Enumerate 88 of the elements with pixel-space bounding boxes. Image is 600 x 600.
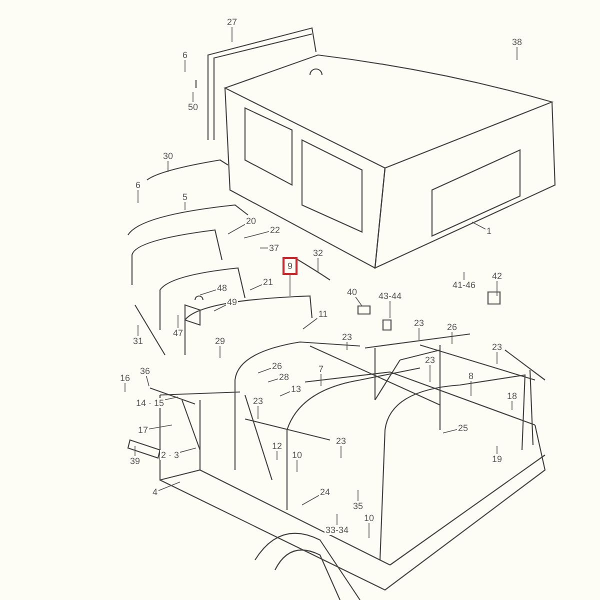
callout-number: 7 xyxy=(318,364,324,374)
callout-number: 47 xyxy=(172,328,184,338)
callout-number: 16 xyxy=(119,373,131,383)
callout-number: 23 xyxy=(341,332,353,342)
leader-line xyxy=(496,352,498,364)
leader-line xyxy=(158,482,180,491)
callout-number: 21 xyxy=(262,277,274,287)
callout-number: 35 xyxy=(352,501,364,511)
callout-number: 24 xyxy=(319,487,331,497)
leader-line xyxy=(184,202,186,210)
callout-number: 48 xyxy=(216,283,228,293)
callout-number: 50 xyxy=(187,102,199,112)
leader-line xyxy=(146,376,150,386)
leader-line xyxy=(244,231,270,238)
callout-number: 6 xyxy=(134,180,142,190)
leader-line xyxy=(124,382,126,392)
leader-line xyxy=(355,296,362,306)
leader-line xyxy=(280,391,290,396)
callout-number: 12 xyxy=(271,441,283,451)
callout-number: 38 xyxy=(511,37,523,47)
leader-line xyxy=(228,224,246,234)
callout-number: 49 xyxy=(226,297,238,307)
callout-number: 23 xyxy=(491,342,503,352)
leader-line xyxy=(276,450,278,460)
callout-number: 23 xyxy=(252,396,264,406)
leader-line xyxy=(268,378,278,382)
leader-line xyxy=(180,448,196,453)
callout-number: 10 xyxy=(291,450,303,460)
callout-number: 10 xyxy=(363,513,375,523)
callout-number: 41-46 xyxy=(451,280,477,290)
callout-number: 23 xyxy=(413,318,425,328)
callout-number: 11 xyxy=(317,309,329,319)
callout-number: 26 xyxy=(271,361,283,371)
callout-number: 4 xyxy=(152,487,158,497)
callout-number: 22 xyxy=(269,225,281,235)
callout-number: 8 xyxy=(468,371,474,381)
leader-line xyxy=(296,460,298,472)
leader-line xyxy=(250,284,262,290)
callout-number: 13 xyxy=(290,384,302,394)
callout-number: 26 xyxy=(446,322,458,332)
leader-line xyxy=(258,368,272,374)
highlighted-callout-number: 9 xyxy=(282,257,298,275)
callout-number: 37 xyxy=(268,243,280,253)
callout-number: 27 xyxy=(226,17,238,27)
callout-number: 32 xyxy=(312,248,324,258)
callout-number: 14 · 15 xyxy=(134,398,166,408)
leader-line xyxy=(472,222,486,230)
callout-number: 43-44 xyxy=(377,291,403,301)
callout-number: 18 xyxy=(506,391,518,401)
leader-line xyxy=(470,380,472,396)
callout-number: 5 xyxy=(182,192,188,202)
leader-line xyxy=(302,495,320,506)
leader-line xyxy=(346,342,348,350)
leader-line xyxy=(442,429,458,434)
callout-number: 19 xyxy=(491,454,503,464)
leader-line xyxy=(336,514,338,526)
leader-line xyxy=(368,522,370,538)
callout-number: 31 xyxy=(132,336,144,346)
callout-number: 17 xyxy=(137,425,149,435)
callout-number: 33-34 xyxy=(324,525,350,535)
callout-number: 36 xyxy=(139,366,151,376)
leader-line xyxy=(148,424,172,430)
leader-line xyxy=(200,290,216,296)
callout-number: 28 xyxy=(278,372,290,382)
leader-line xyxy=(214,304,226,312)
callout-number: 20 xyxy=(245,216,257,226)
callout-number: 23 xyxy=(424,355,436,365)
callout-number: 25 xyxy=(457,423,469,433)
callout-number: 2 · 3 xyxy=(160,450,180,460)
leader-line xyxy=(418,328,420,340)
leader-line xyxy=(320,374,322,386)
callout-number: 1 xyxy=(486,226,492,236)
callout-number: 6 xyxy=(182,50,188,60)
callout-number: 39 xyxy=(129,456,141,466)
leader-line xyxy=(516,46,518,60)
leader-line xyxy=(164,396,178,400)
callout-number: 23 xyxy=(335,436,347,446)
callout-number: 42 xyxy=(491,271,503,281)
leader-line xyxy=(192,92,194,102)
callout-number: 40 xyxy=(346,287,358,297)
callout-number: 29 xyxy=(214,336,226,346)
leader-line xyxy=(496,280,498,296)
callout-number: 30 xyxy=(162,151,174,161)
leader-line xyxy=(184,60,186,72)
leader-line xyxy=(134,446,136,456)
leader-line xyxy=(496,446,498,454)
leader-line xyxy=(302,318,318,330)
leader-line xyxy=(340,446,342,458)
